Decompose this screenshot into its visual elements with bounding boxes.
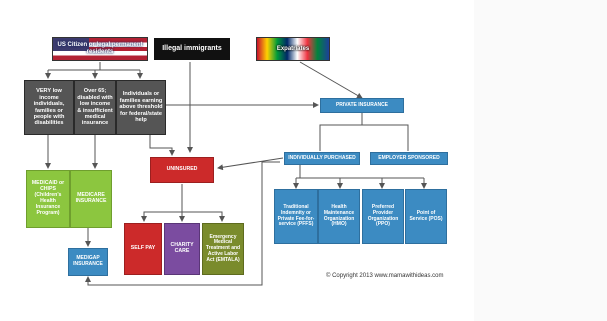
above-threshold-box: Individuals or families earning above th… [116, 80, 166, 135]
arrow-uninsured-split [143, 184, 223, 220]
emtala-box: Emergency Medical Treatment and Active L… [202, 223, 244, 275]
ppo-plan-label: Preferred Provider Organization (PPO) [367, 204, 399, 228]
hmo-plan-box: Health Maintenance Organization (HMO) [318, 189, 360, 244]
pos-plan-box: Point of Service (POS) [405, 189, 447, 244]
arrow-plans-split [295, 165, 425, 187]
employer-sponsored-label: EMPLOYER SPONSORED [378, 154, 440, 161]
traditional-plan-label: Traditional Indemnity or Private Fee-for… [277, 204, 315, 228]
arrow-expat-to-private [299, 61, 363, 99]
illegal-immigrants-box: Illegal immigrants [154, 38, 230, 60]
private-insurance-box: PRIVATE INSURANCE [320, 98, 404, 113]
us-flag-canton-icon [53, 38, 89, 51]
arrow-plans-to-medigap [85, 161, 280, 286]
medigap-label: MEDIGAP INSURANCE [73, 255, 103, 267]
us-citizen-label: US Citizen or legal permanent residents [57, 42, 143, 55]
employer-sponsored-box: EMPLOYER SPONSORED [370, 152, 448, 165]
arrow-individual-to-uninsured [217, 157, 284, 171]
over-65-label: Over 65; disabled with low income & insu… [77, 88, 113, 127]
expatriates-label: Expatriates [276, 45, 310, 52]
medicaid-label: MEDICAID or CHIPS (Children's Health Ins… [31, 180, 65, 216]
copyright-text: © Copyright 2013 www.mamawithideas.com [326, 273, 444, 279]
expatriates-box: Expatriates [256, 37, 330, 61]
uninsured-label: UNINSURED [166, 166, 198, 173]
above-threshold-label: Individuals or families earning above th… [119, 91, 163, 124]
over-65-box: Over 65; disabled with low income & insu… [74, 80, 116, 135]
charity-care-box: CHARITY CARE [164, 223, 200, 275]
individually-purchased-box: INDIVIDUALLY PURCHASED [284, 152, 360, 165]
self-pay-box: SELF PAY [124, 223, 162, 275]
arrow-us-to-categories [48, 62, 140, 71]
medigap-box: MEDIGAP INSURANCE [68, 248, 108, 276]
blank-side-panel [474, 0, 607, 321]
medicaid-box: MEDICAID or CHIPS (Children's Health Ins… [26, 170, 70, 228]
us-citizen-box: US Citizen or legal permanent residents [52, 37, 148, 61]
pos-plan-label: Point of Service (POS) [409, 209, 443, 222]
low-income-box: VERY low income individuals, families or… [24, 80, 74, 135]
illegal-immigrants-label: Illegal immigrants [162, 44, 222, 52]
arrow-private-split [319, 113, 409, 151]
individually-purchased-label: INDIVIDUALLY PURCHASED [288, 154, 356, 161]
hmo-plan-label: Health Maintenance Organization (HMO) [323, 204, 355, 228]
ppo-plan-box: Preferred Provider Organization (PPO) [362, 189, 404, 244]
medicare-label: MEDICARE INSURANCE [75, 192, 107, 204]
charity-care-label: CHARITY CARE [170, 242, 194, 254]
emtala-label: Emergency Medical Treatment and Active L… [205, 233, 241, 263]
traditional-plan-box: Traditional Indemnity or Private Fee-for… [274, 189, 318, 244]
uninsured-box: UNINSURED [150, 157, 214, 183]
arrow-threshold-to-uninsured [149, 135, 175, 156]
medicare-box: MEDICARE INSURANCE [70, 170, 112, 228]
private-insurance-label: PRIVATE INSURANCE [335, 101, 389, 108]
low-income-label: VERY low income individuals, families or… [33, 88, 65, 127]
self-pay-label: SELF PAY [130, 245, 156, 252]
